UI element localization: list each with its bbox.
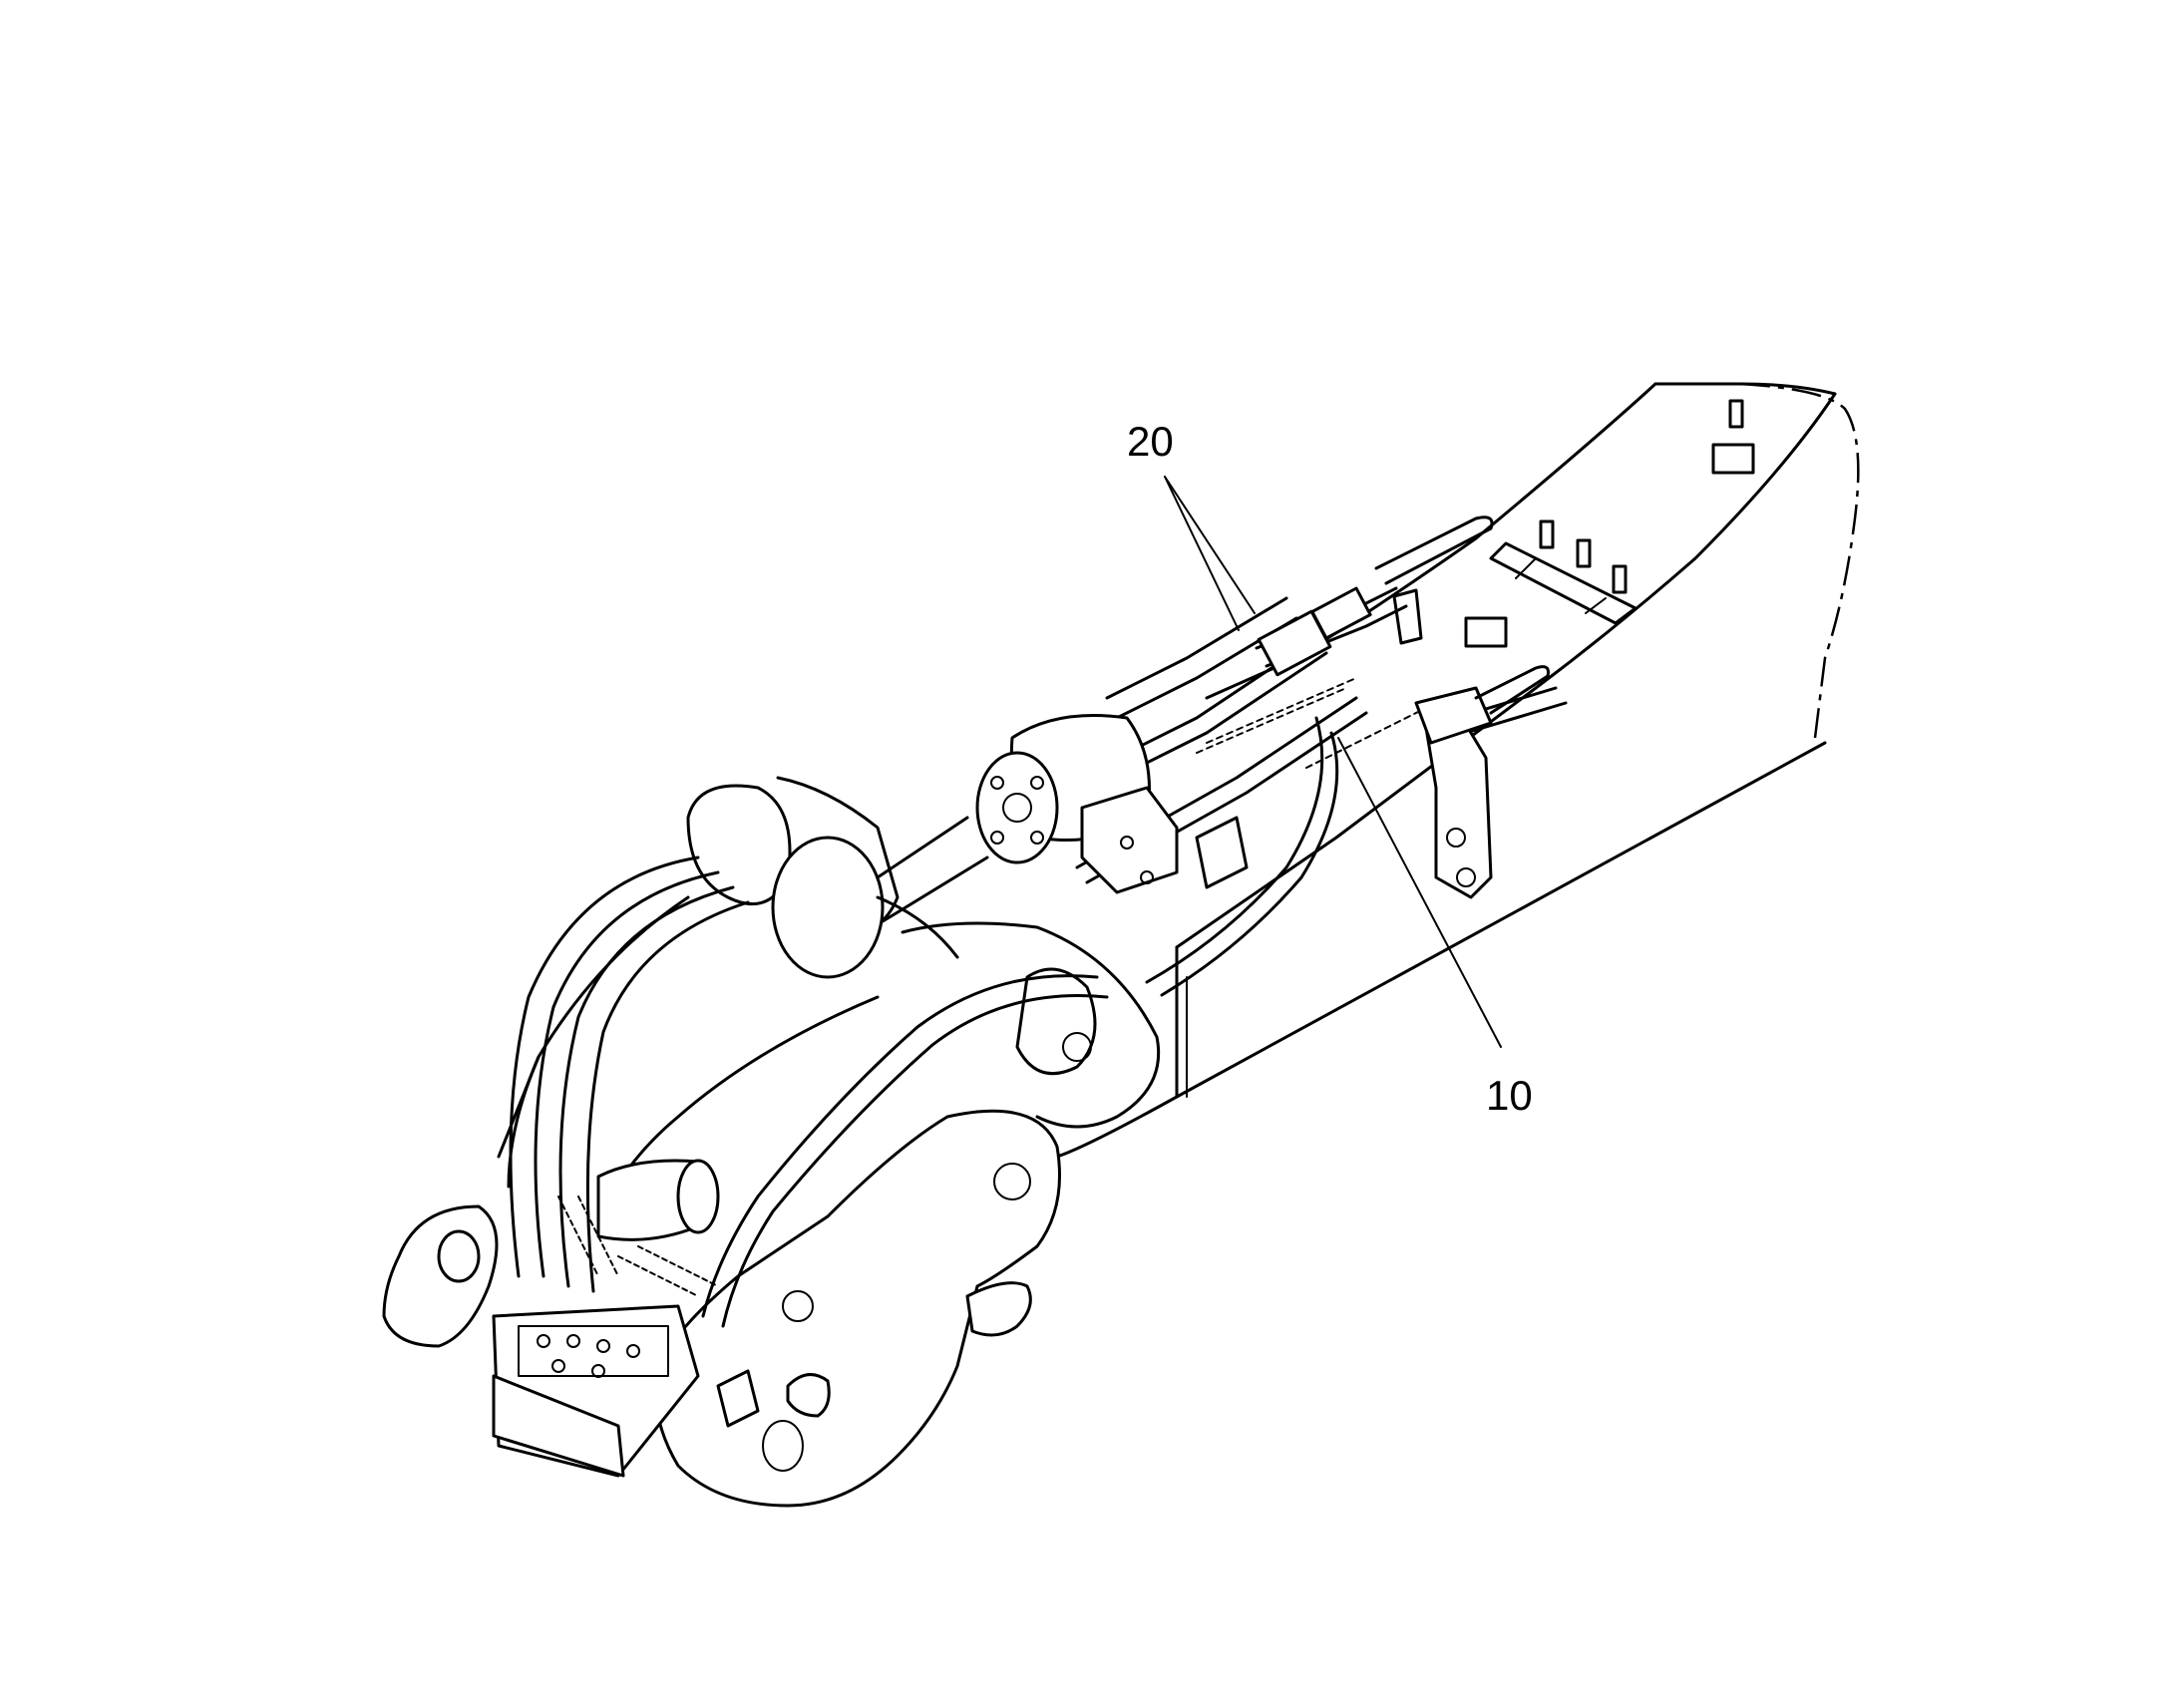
callout-label-20: 20 xyxy=(1127,418,1174,465)
callout-label-10: 10 xyxy=(1486,1072,1533,1119)
pipe-assembly-20 xyxy=(1205,515,1494,700)
coupler-hoses xyxy=(509,716,1339,1328)
mounting-bracket xyxy=(1414,665,1550,899)
hydraulic-cylinder xyxy=(826,714,1249,944)
leader-lines xyxy=(1164,476,1502,1048)
boom-arm xyxy=(1055,382,1860,1159)
quick-coupler xyxy=(382,776,1161,1508)
